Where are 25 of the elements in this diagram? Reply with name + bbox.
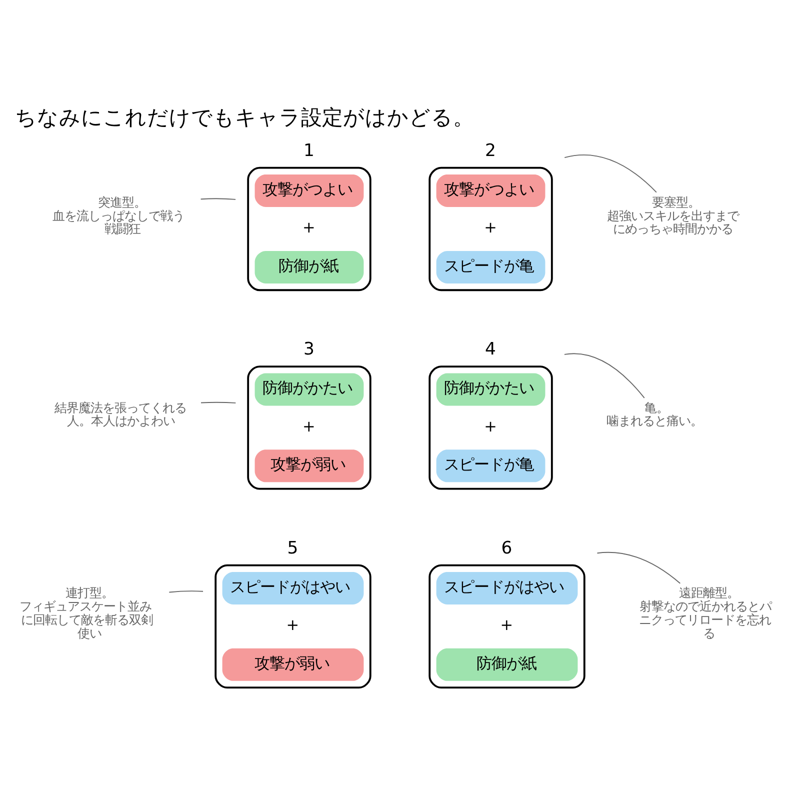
connector <box>168 590 204 593</box>
node-text: 遠距離型。 射撃なので近かれるとパニクってリロードを忘れる <box>638 585 772 640</box>
node-label: 3 <box>304 340 314 360</box>
node-text: 要塞型。 超強いスキルを出すまでにめっちゃ時間かかる <box>606 194 739 236</box>
node-text: 突進型。 血を流しっぱなしで戦う戦闘狂 <box>52 194 185 236</box>
node-label: 5 <box>287 538 298 558</box>
connector <box>564 353 645 398</box>
node-box: 攻撃がつよい + 防御が紙 <box>247 166 372 292</box>
diagram-title: ちなみにこれだけでもキャラ設定がはかどる。 <box>15 104 474 130</box>
node-box: スピードがはやい + 防御が紙 <box>428 564 586 689</box>
node-label: 4 <box>485 340 496 360</box>
node-box: 防御がかたい + 攻撃が弱い <box>247 366 372 490</box>
connector <box>200 402 236 404</box>
node-text: 結界魔法を張ってくれる人。本人はかよわい <box>54 400 187 428</box>
node-label: 1 <box>304 140 314 161</box>
node-text: 亀。 噛まれると痛い。 <box>606 400 702 428</box>
connector <box>564 154 657 193</box>
connector <box>596 552 681 584</box>
connector <box>200 198 236 200</box>
node-text: 連打型。 フィギュアスケート並みに回転して敵を斬る双剣使い <box>20 585 154 640</box>
node-label: 6 <box>501 538 512 558</box>
node-box: スピードがはやい + 攻撃が弱い <box>214 564 372 689</box>
node-label: 2 <box>485 140 496 161</box>
node-box: 攻撃がつよい + スピードが亀 <box>428 166 553 292</box>
node-box: 防御がかたい + スピードが亀 <box>428 366 553 490</box>
